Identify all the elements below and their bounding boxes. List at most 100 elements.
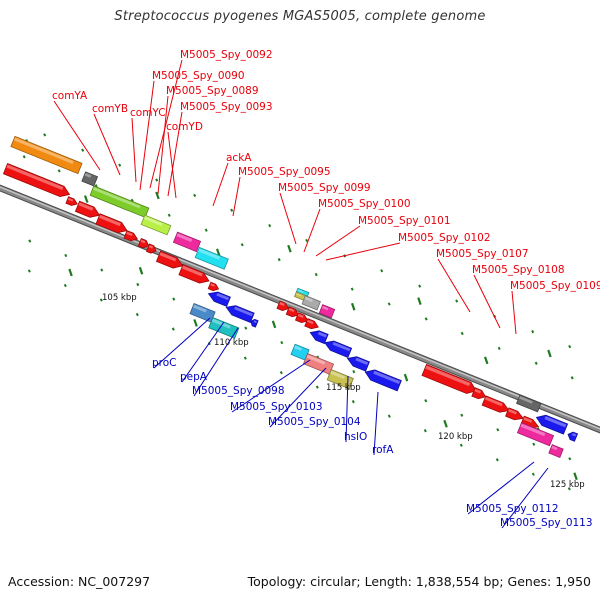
gene-arrow — [140, 214, 172, 236]
major-tick — [271, 320, 277, 329]
gene-label: M5005_Spy_0102 — [398, 232, 491, 244]
leader-line — [157, 95, 169, 195]
minor-tick — [350, 287, 354, 291]
major-tick — [193, 319, 198, 327]
gene-arrow — [145, 243, 157, 254]
gene-label: comYA — [52, 90, 88, 102]
accession-text: Accession: NC_007297 — [8, 574, 151, 589]
map-title: Streptococcus pyogenes MGAS5005, complet… — [114, 9, 486, 24]
gene-arrow — [208, 316, 240, 339]
minor-tick — [352, 370, 356, 374]
gene-label: pepA — [180, 371, 208, 383]
minor-tick — [460, 413, 464, 417]
gene-arrow — [516, 422, 555, 447]
major-tick — [483, 356, 489, 365]
scale-label: 115 kbp — [326, 383, 361, 393]
gene-label: M5005_Spy_0089 — [166, 85, 259, 97]
gene-label: M5005_Spy_0098 — [192, 385, 285, 397]
leader-line — [345, 375, 349, 443]
minor-tick — [568, 457, 572, 461]
leader-line — [153, 317, 211, 369]
minor-tick — [64, 253, 68, 258]
leader-line — [501, 467, 549, 529]
gene-label: M5005_Spy_0113 — [500, 517, 593, 529]
minor-tick — [268, 223, 272, 228]
minor-tick — [28, 239, 32, 243]
minor-tick — [57, 169, 61, 173]
leader-line — [212, 162, 229, 207]
gene-arrow — [250, 318, 259, 328]
minor-tick — [244, 326, 248, 330]
gene-label: comYD — [166, 121, 203, 133]
major-tick — [68, 268, 73, 277]
gene-label: ackA — [226, 152, 252, 164]
gene-label: comYC — [130, 107, 166, 119]
label-leader-lines — [53, 59, 549, 529]
gene-arrow — [276, 300, 290, 311]
gene-label: proC — [152, 357, 177, 369]
gene-label: M5005_Spy_0093 — [180, 101, 273, 113]
genome-backbone — [0, 184, 600, 434]
leader-line — [467, 461, 535, 515]
leader-line — [279, 192, 297, 245]
gene-arrow — [10, 135, 83, 175]
leader-line — [167, 131, 177, 199]
leader-line — [511, 290, 517, 335]
minor-tick — [570, 376, 574, 380]
minor-tick — [63, 283, 67, 288]
gene-arrow — [137, 237, 150, 249]
major-tick — [350, 302, 356, 311]
major-tick — [573, 472, 578, 481]
gene-arrow — [324, 340, 353, 358]
gene-arrow — [304, 318, 319, 330]
gene-arrow — [207, 291, 231, 307]
major-tick — [138, 266, 144, 275]
minor-tick — [496, 428, 500, 432]
minor-tick — [387, 414, 391, 418]
backbone-line — [0, 185, 600, 433]
minor-tick — [351, 400, 355, 404]
gene-arrow — [172, 231, 202, 253]
minor-tick — [315, 385, 319, 389]
minor-tick — [135, 312, 139, 317]
gene-label: M5005_Spy_0090 — [152, 70, 245, 82]
minor-tick — [279, 370, 283, 375]
gene-label: M5005_Spy_0104 — [268, 416, 361, 428]
gene-arrow — [346, 356, 370, 372]
gene-arrow — [535, 414, 569, 435]
minor-tick — [230, 208, 234, 212]
scale-label: 105 kbp — [102, 293, 137, 303]
gene-arrow — [207, 281, 220, 292]
gene-label: M5005_Spy_0095 — [238, 166, 331, 178]
gene-arrow — [364, 369, 402, 392]
minor-tick — [380, 269, 384, 273]
minor-tick — [167, 213, 171, 217]
gene-arrow — [294, 312, 309, 323]
minor-tick — [204, 228, 208, 232]
minor-tick — [155, 178, 159, 182]
major-tick — [215, 248, 221, 257]
gene-arrow — [318, 304, 336, 319]
gene-arrow — [548, 444, 564, 458]
gene-label: M5005_Spy_0109 — [510, 280, 600, 292]
leader-line — [231, 359, 311, 413]
genome-summary: Topology: circular; Length: 1,838,554 bp… — [247, 574, 591, 589]
gene-label: M5005_Spy_0103 — [230, 401, 323, 413]
gene-arrow — [301, 295, 321, 311]
leader-line — [193, 327, 239, 397]
gene-arrow — [516, 394, 542, 413]
gene-arrow — [326, 369, 354, 390]
leader-line — [315, 225, 361, 257]
gene-arrow — [567, 431, 579, 442]
major-tick — [403, 373, 409, 382]
minor-tick — [136, 282, 140, 287]
minor-tick — [531, 330, 535, 334]
minor-tick — [568, 344, 572, 349]
minor-tick — [567, 487, 571, 491]
minor-tick — [118, 163, 122, 167]
gene-label: M5005_Spy_0108 — [472, 264, 565, 276]
gene-arrow — [2, 163, 71, 197]
minor-tick — [424, 399, 428, 403]
gene-arrow — [285, 306, 300, 318]
minor-tick — [100, 268, 104, 272]
